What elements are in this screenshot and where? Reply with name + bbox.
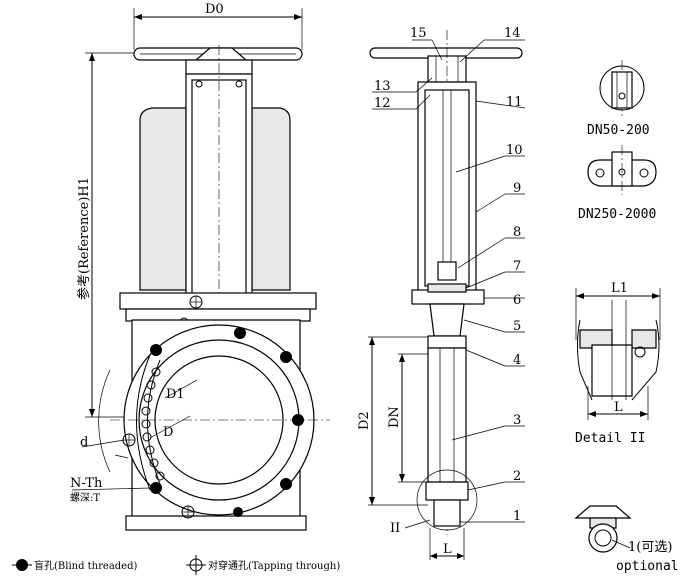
- part-15: 15: [410, 26, 427, 41]
- part-1: 1: [513, 509, 521, 524]
- part-7: 7: [513, 259, 521, 274]
- d2-label: D2: [357, 411, 372, 430]
- detail-dn250-2000: DN250-2000: [578, 145, 657, 222]
- legend-tapping: 对穿通孔(Tapping through): [208, 559, 340, 572]
- thread-depth-label: 螺深:T: [70, 492, 100, 504]
- part-14: 14: [504, 26, 521, 41]
- h1-label: 参考(Reference)H1: [76, 177, 92, 300]
- ii-label: II: [390, 521, 400, 536]
- part-11: 11: [506, 95, 523, 110]
- optional-cn-label: 1(可选): [628, 540, 672, 555]
- part-12: 12: [374, 96, 391, 111]
- side-view: D2 DN L II 14 15 13 12 11: [357, 26, 526, 560]
- dn-large-label: DN250-2000: [578, 207, 656, 222]
- dn-label: DN: [387, 406, 402, 428]
- part-2: 2: [513, 469, 521, 484]
- d-label: D: [163, 425, 173, 440]
- l1-label: L1: [611, 281, 628, 296]
- small-d-label: d: [80, 435, 88, 450]
- part-4: 4: [513, 353, 521, 368]
- detail-title: Detail II: [575, 431, 645, 446]
- optional-en-label: optional: [616, 559, 679, 574]
- front-view: D0 参考(Reference)H1: [70, 2, 330, 531]
- d0-label: D0: [205, 2, 224, 17]
- dn-small-label: DN50-200: [587, 123, 650, 138]
- detail-ii: L1 L Detail II: [575, 281, 661, 446]
- part-10: 10: [506, 143, 523, 158]
- part-5: 5: [513, 319, 521, 334]
- legend: 盲孔(Blind threaded) 对穿通孔(Tapping through): [12, 555, 340, 575]
- detail-optional: 1(可选) optional: [574, 505, 679, 574]
- detail-l-label: L: [614, 400, 623, 415]
- part-3: 3: [513, 413, 521, 428]
- part-9: 9: [513, 181, 521, 196]
- detail-dn50-200: DN50-200: [587, 60, 650, 138]
- through-hole-icon: [186, 555, 206, 575]
- nth-label: N-Th: [70, 476, 103, 491]
- part-13: 13: [374, 79, 391, 94]
- part-8: 8: [513, 225, 521, 240]
- d1-label: D1: [166, 387, 185, 402]
- l-label: L: [443, 542, 452, 557]
- legend-blind: 盲孔(Blind threaded): [34, 559, 138, 572]
- part-6: 6: [513, 293, 521, 308]
